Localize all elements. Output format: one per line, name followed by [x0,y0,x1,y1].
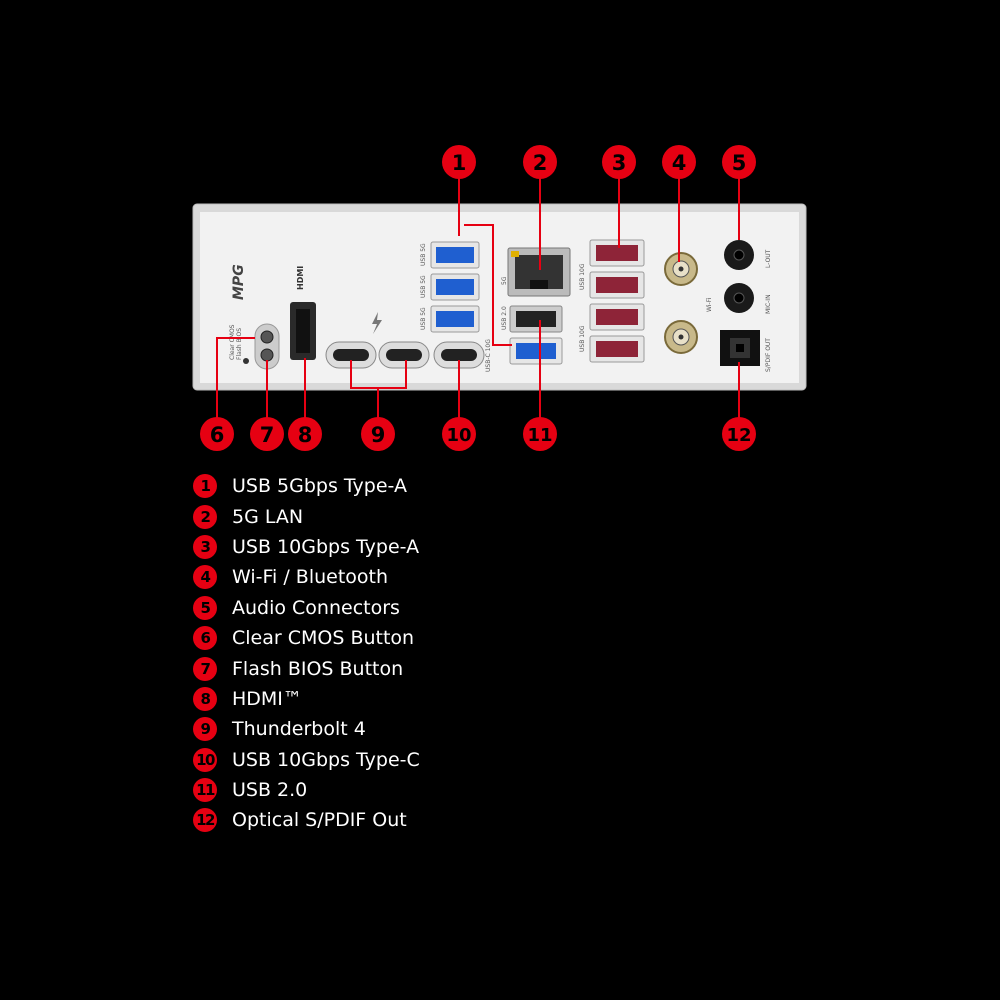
callout-5: 5 [722,145,756,179]
legend-num-6: 6 [193,626,217,651]
svg-text:6: 6 [210,423,225,447]
leader-lines [216,178,740,420]
legend-label-11: USB 2.0 [232,779,308,802]
legend-item-1: 1 USB 5Gbps Type-A [193,471,693,501]
callout-12: 12 [722,417,756,451]
legend-item-5: 5 Audio Connectors [193,593,693,623]
legend-num-1: 1 [193,474,217,499]
thunderbolt-port-2-inner [386,349,422,361]
legend-label-1: USB 5Gbps Type-A [232,475,407,498]
indicator-led [243,358,249,364]
legend-item-3: 3 USB 10Gbps Type-A [193,532,693,562]
legend-item-12: 12 Optical S/PDIF Out [193,805,693,835]
svg-text:2: 2 [533,151,548,175]
thunderbolt-port-1-inner [333,349,369,361]
legend-label-3: USB 10Gbps Type-A [232,535,420,558]
legend-item-10: 10 USB 10Gbps Type-C [193,745,693,775]
callout-9: 9 [361,417,395,451]
spdif-label: S/PDIF OUT [765,338,772,372]
legend-label-4: Wi-Fi / Bluetooth [232,566,389,589]
cmos-label: Clear CMOS [229,324,236,360]
legend-num-3: 3 [193,534,217,559]
usb10g-label-b: USB 10G [579,325,586,352]
callout-7: 7 [250,417,284,451]
micin-label: MIC-IN [765,294,772,314]
usb5g-label-c: USB 5G [420,307,427,330]
svg-text:12: 12 [726,425,751,446]
legend-label-10: USB 10Gbps Type-C [232,748,420,771]
usb-5g-port-lower [509,337,563,365]
legend-label-8: HDMI™ [232,687,302,710]
lan-label: 5G [501,276,508,285]
usb-c-10g-port-inner [441,349,477,361]
svg-text:8: 8 [298,423,313,447]
lout-label: L-OUT [765,249,772,268]
svg-text:9: 9 [371,423,386,447]
callout-1: 1 [442,145,476,179]
legend-label-5: Audio Connectors [232,596,400,619]
legend-num-11: 11 [193,778,217,803]
legend-label-6: Clear CMOS Button [232,627,415,650]
legend-num-12: 12 [193,808,217,833]
lan-port [507,247,571,297]
svg-text:10: 10 [446,425,471,446]
svg-text:4: 4 [672,151,687,175]
callout-3: 3 [602,145,636,179]
usb5g-label-a: USB 5G [420,243,427,266]
legend-item-7: 7 Flash BIOS Button [193,653,693,683]
hdmi-label: HDMI [296,266,305,290]
legend-item-9: 9 Thunderbolt 4 [193,714,693,744]
legend-num-7: 7 [193,656,217,681]
brand-logo-text: MPG [231,264,247,300]
usb20-label: USB 2.0 [501,306,508,330]
legend-label-9: Thunderbolt 4 [232,718,366,741]
svg-text:7: 7 [260,423,275,447]
legend-num-10: 10 [193,747,217,772]
callout-10: 10 [442,417,476,451]
callout-11: 11 [523,417,557,451]
callout-6: 6 [200,417,234,451]
audio-jack-micin [724,283,754,313]
io-panel-diagram: MPG Clear CMOS Flash BIOS HDMI USB-C 10G… [192,145,807,451]
clear-cmos-button [254,323,280,370]
legend-num-5: 5 [193,595,217,620]
legend-label-2: 5G LAN [232,505,304,528]
legend-num-4: 4 [193,565,217,590]
svg-text:5: 5 [732,151,747,175]
legend-num-2: 2 [193,504,217,529]
io-plate [192,203,807,391]
legend-label-12: Optical S/PDIF Out [232,809,407,832]
thunderbolt-icon [372,312,382,334]
svg-text:1: 1 [452,151,467,175]
legend-item-11: 11 USB 2.0 [193,775,693,805]
usbc-10g-label: USB-C 10G [485,339,492,372]
audio-jack-lout [724,240,754,270]
legend-item-8: 8 HDMI™ [193,684,693,714]
legend-item-4: 4 Wi-Fi / Bluetooth [193,562,693,592]
legend-item-2: 2 5G LAN [193,501,693,531]
usb-5g-ports [430,241,480,333]
wifi-label: Wi-Fi [706,297,713,312]
legend-label-7: Flash BIOS Button [232,657,404,680]
flash-label: Flash BIOS [236,328,243,360]
hdmi-port [290,302,316,360]
callout-8: 8 [288,417,322,451]
usb5g-label-b: USB 5G [420,275,427,298]
spdif-optical-port [720,330,760,366]
svg-text:11: 11 [527,425,552,446]
legend-item-6: 6 Clear CMOS Button [193,623,693,653]
callout-2: 2 [523,145,557,179]
svg-text:3: 3 [612,151,627,175]
usb-10g-ports [589,239,645,363]
usb-2-port [509,305,563,333]
wifi-antenna-connector-2 [664,320,698,354]
wifi-antenna-connector-1 [664,252,698,286]
callout-4: 4 [662,145,696,179]
flash-bios-button [260,348,274,362]
usb10g-label-a: USB 10G [579,263,586,290]
legend-num-8: 8 [193,686,217,711]
legend-num-9: 9 [193,717,217,742]
